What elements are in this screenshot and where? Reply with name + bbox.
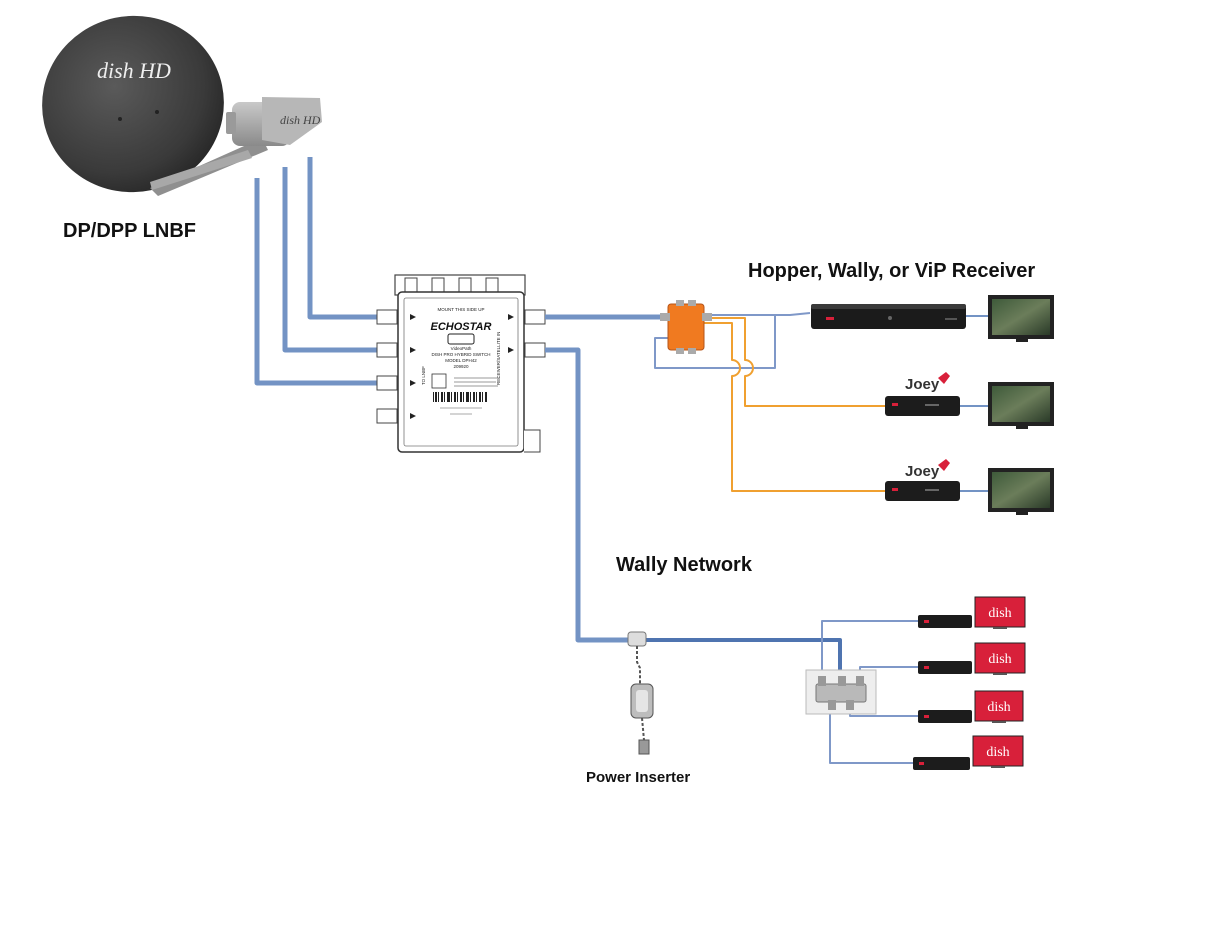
joey-logo-1: Joey: [905, 376, 940, 393]
switch-product: VideoPath: [451, 346, 472, 351]
wally-receiver-3: [918, 710, 972, 723]
tv-3: [988, 468, 1054, 515]
dish-tv-logo-4: dish: [986, 745, 1009, 760]
dish-tv-logo-2: dish: [988, 652, 1011, 667]
switch-receiver-side: RECEIVER/SATELLITE IN: [496, 332, 501, 385]
dish-reflector: [42, 15, 224, 193]
cable-to-joey-1: [704, 317, 885, 407]
switch-part-no: 209920: [453, 364, 469, 369]
switch-barcode: [433, 392, 487, 402]
dish-hd-logo: dish HD: [97, 58, 171, 83]
lnbf-arm-lower: [150, 150, 252, 190]
switch-to-lnbf: TO LNBF: [421, 366, 426, 385]
switch-brand: ECHOSTAR: [431, 321, 492, 333]
output-cable-wally: [545, 347, 630, 643]
switch-model-no: MODEL DPH42: [445, 358, 477, 363]
dish-tv-3: dish: [974, 690, 1024, 723]
lnbf-coax-cables: [254, 157, 380, 386]
lnbf-logo: dish HD: [280, 113, 321, 127]
dish-tv-2: dish: [974, 642, 1026, 675]
joey-logo-2: Joey: [905, 463, 940, 480]
cable-to-joey-2: [704, 322, 885, 492]
tv-2: [988, 382, 1054, 429]
satellite-dish: dish HD dish HD: [42, 15, 322, 196]
wally-receiver-1: [918, 615, 972, 628]
hybrid-switch: MOUNT THIS SIDE UP ECHOSTAR VideoPath DI…: [376, 274, 546, 453]
switch-mount-text: MOUNT THIS SIDE UP: [437, 307, 484, 312]
switch-model: DISH PRO HYBRID SWITCH: [431, 352, 490, 357]
joey-receiver-2: Joey: [885, 459, 960, 501]
dish-tv-logo-3: dish: [987, 700, 1010, 715]
switch-output-cables: [545, 314, 660, 643]
receiver-thin-cables: [654, 312, 885, 492]
power-inserter: [627, 631, 654, 755]
lnbf-cable-1: [307, 157, 380, 320]
switch-body: [397, 291, 525, 453]
power-inserter-label: Power Inserter: [586, 769, 690, 786]
wally-receiver-4: [913, 757, 970, 770]
cable-hopper-return: [775, 312, 811, 316]
tv-1: [988, 295, 1054, 342]
dish-tv-1: dish: [974, 596, 1026, 629]
lnbf-head: dish HD: [226, 97, 322, 146]
dish-tv-logo-1: dish: [988, 606, 1011, 621]
hopper-receiver: [811, 304, 966, 329]
joey-receiver-1: Joey: [885, 372, 960, 416]
wally-splitter: [805, 669, 877, 715]
wally-network-label: Wally Network: [616, 554, 753, 576]
wally-receiver-2: [918, 661, 972, 674]
lnbf-label: DP/DPP LNBF: [63, 220, 196, 242]
lnbf-cable-2: [282, 167, 380, 353]
cable-to-hopper: [654, 314, 776, 369]
splitter-orange: [660, 300, 712, 354]
lnbf-cable-3: [254, 178, 380, 386]
wally-trunk-cable: [645, 638, 842, 680]
dish-tv-4: dish: [972, 735, 1024, 768]
receivers-label: Hopper, Wally, or ViP Receiver: [748, 260, 1035, 282]
